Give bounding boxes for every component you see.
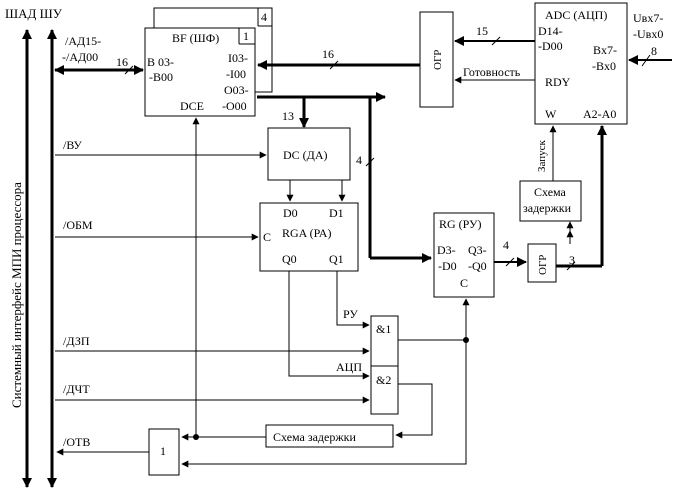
- system-interface-label: Системный интерфейс МПИ процессора: [9, 182, 24, 408]
- bf-o-bottom: -O00: [222, 99, 247, 113]
- signal-vu: /ВУ: [63, 138, 82, 152]
- rga-d1: D1: [329, 206, 344, 220]
- width-13: 13: [282, 109, 294, 123]
- q1-to-and1: [336, 271, 370, 329]
- rg-d-top: D3-: [437, 243, 456, 257]
- ogr-mid-block: [527, 243, 557, 283]
- adc-input-slash: [641, 54, 651, 67]
- bf-i-bottom: -I00: [226, 67, 246, 81]
- rga-q0: Q0: [282, 252, 297, 266]
- adc-block: [534, 2, 628, 125]
- adc-w: W: [545, 107, 557, 121]
- adc-d-top: D14-: [538, 24, 563, 38]
- adc-bx-top: Bx7-: [593, 43, 617, 57]
- bf-o-top: O03-: [224, 83, 249, 97]
- bf-b-bottom: -B00: [149, 70, 173, 84]
- shad-shu-label: ШАД ШУ: [5, 6, 63, 21]
- and1-gate: [370, 315, 399, 367]
- or-label: 1: [160, 444, 166, 458]
- signal-dcht: /ДЧТ: [63, 382, 90, 396]
- and2-label: &2: [376, 373, 391, 387]
- ogr-top-label: ОГР: [432, 50, 444, 70]
- delay-bottom-label: Схема задержки: [273, 430, 356, 444]
- bf-block: [144, 7, 273, 117]
- start-label: Запуск: [536, 139, 548, 172]
- adc-a: A2-A0: [583, 107, 616, 121]
- and1-to-or: [181, 340, 467, 468]
- rg-c: C: [460, 276, 468, 290]
- adc-bx-bottom: -Bx0: [592, 59, 616, 73]
- bf-dce: DCE: [180, 99, 204, 113]
- bf-i-top: I03-: [228, 51, 248, 65]
- width-8: 8: [651, 44, 657, 58]
- width-15: 15: [476, 24, 488, 38]
- rga-d0: D0: [283, 206, 298, 220]
- signal-otv: /ОТВ: [63, 435, 90, 449]
- width-4-left: 4: [356, 153, 362, 167]
- ogr-top-block: [419, 11, 454, 108]
- ready-label: Готовность: [463, 65, 521, 79]
- adc-d-bottom: -D00: [538, 39, 563, 53]
- signal-ad-bottom: -/АД00: [62, 50, 98, 64]
- bf-count-1: 1: [243, 29, 249, 43]
- acp-label: АЦП: [336, 360, 362, 374]
- width-4-right: 4: [503, 238, 509, 252]
- ru-label: РУ: [343, 307, 358, 321]
- adc-rdy: RDY: [545, 75, 571, 89]
- rg-title: RG (РУ): [439, 217, 482, 231]
- ogr-mid-label: ОГР: [537, 255, 549, 275]
- bus-adc-to-bf: [257, 36, 535, 70]
- bus-bf-out: [257, 92, 432, 263]
- rga-q1: Q1: [329, 252, 344, 266]
- adc-uin-bottom: -Uвх0: [633, 27, 663, 41]
- rga-block: [259, 202, 359, 272]
- and2-to-delay: [395, 383, 433, 439]
- signal-obm: /ОБМ: [63, 218, 93, 232]
- rg-d-bottom: -D0: [438, 259, 457, 273]
- width-16-right: 16: [322, 47, 334, 61]
- delay-top-line1: Схема: [534, 185, 567, 199]
- rg-block: [433, 212, 495, 298]
- adc-uin-top: Uвх7-: [633, 11, 663, 25]
- bf-count-4: 4: [261, 10, 267, 24]
- delay-top-block: [519, 180, 582, 222]
- signal-ad-top: /АД15-: [65, 34, 101, 48]
- rg-q-top: Q3-: [468, 243, 487, 257]
- rg-q-bottom: -Q0: [468, 259, 487, 273]
- bus-ad-bf: [54, 65, 144, 75]
- rga-c: C: [263, 230, 271, 244]
- dc-block: [267, 127, 351, 181]
- adc-title: ADC (АЦП): [545, 8, 607, 22]
- and2-gate: [370, 365, 399, 415]
- and1-label: &1: [376, 322, 391, 336]
- q0-to-and2: [288, 271, 370, 380]
- delay-bottom-block: [265, 424, 394, 448]
- rg-to-ogr-slash: [505, 257, 515, 267]
- system-bus: [22, 29, 57, 488]
- rga-title: RGA (РА): [282, 226, 331, 240]
- width-16-left: 16: [116, 55, 128, 69]
- bus-ogr-to-adc: [556, 125, 607, 271]
- dc-title: DC (ДА): [283, 148, 328, 162]
- or-gate: [148, 428, 180, 476]
- width-3: 3: [569, 253, 575, 267]
- signal-dzp: /ДЗП: [63, 334, 90, 348]
- bf-b-top: B 03-: [147, 55, 174, 69]
- delay-top-line2: задержки: [523, 201, 572, 215]
- bf-title: BF (ШФ): [172, 31, 219, 45]
